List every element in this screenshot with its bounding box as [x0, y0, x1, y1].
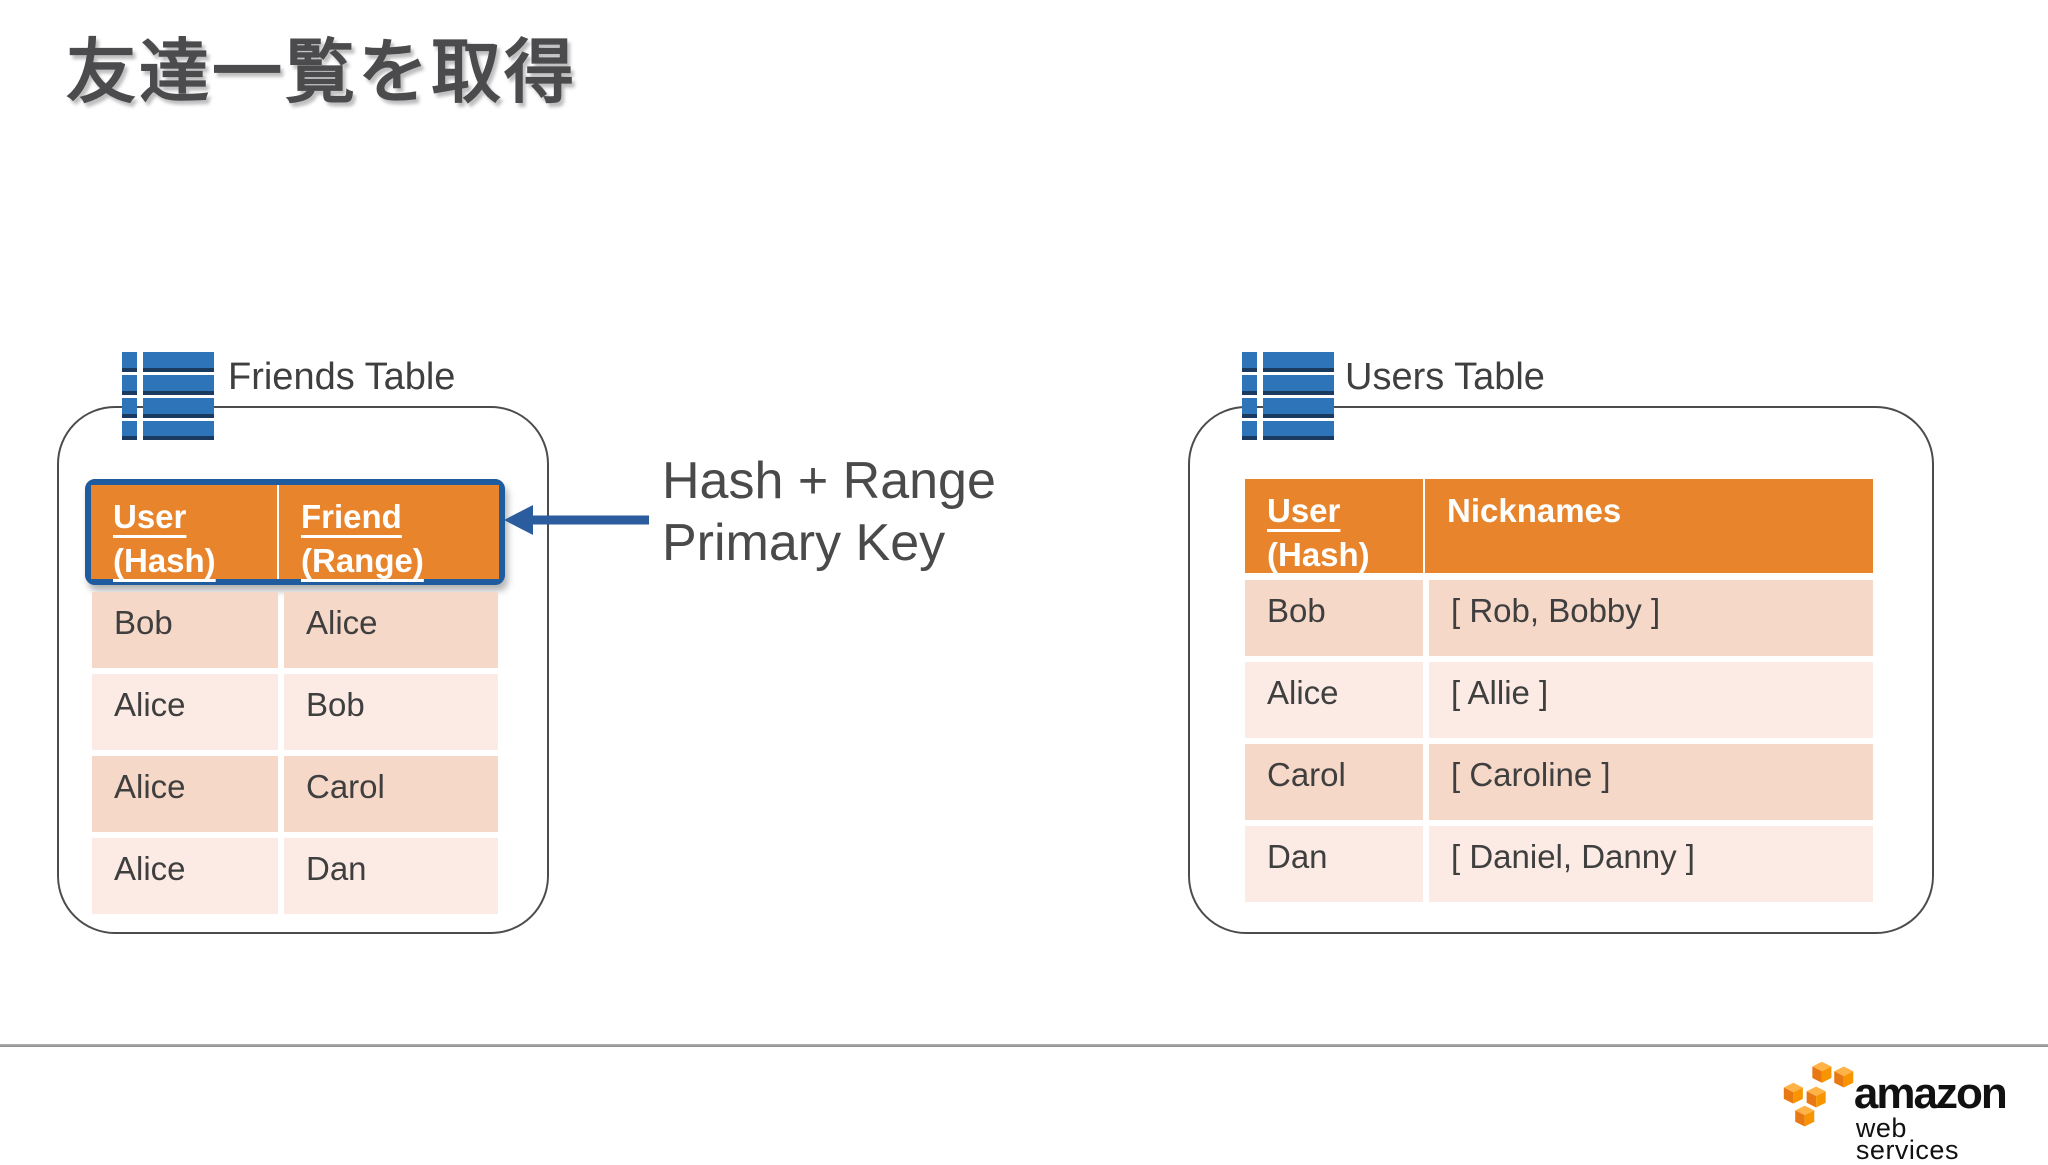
aws-logo: amazon web services — [1780, 1060, 2010, 1164]
table-cell: [ Daniel, Danny ] — [1429, 826, 1873, 902]
table-cell: Carol — [1245, 744, 1423, 820]
aws-cubes-icon — [1783, 1061, 1854, 1127]
friends-table-rows: Bob Alice Alice Bob Alice Carol Alice Da… — [92, 592, 498, 914]
table-row: Alice [ Allie ] — [1245, 662, 1873, 738]
column-header-friend-range: Friend (Range) — [279, 485, 499, 579]
table-cell: Alice — [92, 674, 278, 750]
users-table-label: Users Table — [1345, 356, 1545, 398]
slide-title: 友達一覧を取得 — [66, 33, 577, 111]
table-row: Alice Carol — [92, 756, 498, 832]
friends-table-container — [57, 406, 549, 934]
table-cell: Alice — [92, 756, 278, 832]
table-cell: Dan — [1245, 826, 1423, 902]
primary-key-annotation: Hash + Range Primary Key — [662, 450, 996, 575]
table-row: Bob Alice — [92, 592, 498, 668]
users-table-rows: Bob [ Rob, Bobby ] Alice [ Allie ] Carol… — [1245, 580, 1873, 902]
table-cell: Carol — [284, 756, 498, 832]
table-cell: Dan — [284, 838, 498, 914]
table-row: Carol [ Caroline ] — [1245, 744, 1873, 820]
table-cell: Bob — [1245, 580, 1423, 656]
arrow-left-icon — [504, 505, 649, 535]
table-cell: Alice — [284, 592, 498, 668]
column-header-user-hash: User (Hash) — [91, 485, 277, 579]
annotation-line1: Hash + Range — [662, 452, 996, 510]
dynamodb-table-icon — [1242, 352, 1334, 440]
table-cell: Bob — [92, 592, 278, 668]
table-cell: [ Rob, Bobby ] — [1429, 580, 1873, 656]
table-cell: [ Allie ] — [1429, 662, 1873, 738]
users-table: User (Hash) Nicknames Bob [ Rob, Bobby ]… — [1245, 479, 1873, 902]
primary-key-highlight-box: User (Hash) Friend (Range) — [85, 479, 505, 585]
table-row: Bob [ Rob, Bobby ] — [1245, 580, 1873, 656]
dynamodb-table-icon — [122, 352, 214, 440]
column-header-nicknames: Nicknames — [1425, 479, 1873, 573]
users-table-header: User (Hash) Nicknames — [1245, 479, 1873, 573]
table-cell: Alice — [92, 838, 278, 914]
friends-table: User (Hash) Friend (Range) Bob Alice Ali… — [85, 479, 505, 914]
table-row: Dan [ Daniel, Danny ] — [1245, 826, 1873, 902]
aws-logo-text: amazon web services — [1853, 1069, 2010, 1165]
aws-logo-webservices: web services — [1855, 1113, 1959, 1165]
table-cell: Alice — [1245, 662, 1423, 738]
table-row: Alice Bob — [92, 674, 498, 750]
table-cell: Bob — [284, 674, 498, 750]
table-row: Alice Dan — [92, 838, 498, 914]
table-cell: [ Caroline ] — [1429, 744, 1873, 820]
annotation-line2: Primary Key — [662, 514, 946, 573]
aws-logo-amazon: amazon — [1853, 1069, 2008, 1118]
users-table-container — [1188, 406, 1934, 934]
footer-divider — [0, 1044, 2048, 1047]
friends-table-label: Friends Table — [228, 356, 456, 398]
column-header-user-hash: User (Hash) — [1245, 479, 1423, 573]
friends-table-header: User (Hash) Friend (Range) — [91, 485, 499, 579]
